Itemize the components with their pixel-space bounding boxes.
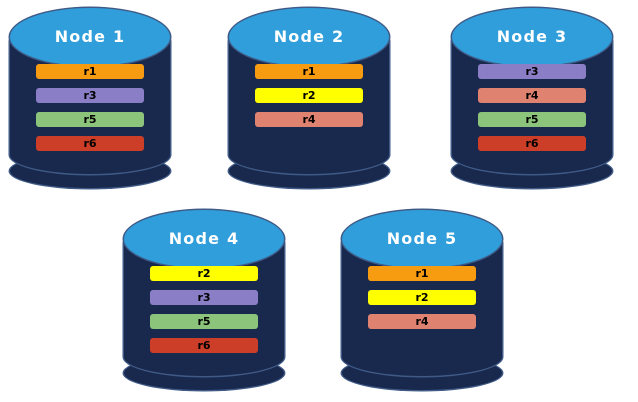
partition-bar-r2[interactable]: r2 [150, 266, 258, 281]
partition-bar-r4[interactable]: r4 [368, 314, 476, 329]
database-node-2[interactable]: Node 2 r1 r2 r4 [229, 8, 389, 188]
node-title: Node 1 [54, 26, 126, 46]
partition-list: r1 r2 r4 [368, 266, 476, 338]
database-node-1[interactable]: Node 1 r1 r3 r5 r6 [10, 8, 170, 188]
node-title: Node 3 [496, 26, 568, 46]
partition-label: r4 [302, 113, 316, 126]
partition-list: r3 r4 r5 r6 [478, 64, 586, 160]
partition-label: r2 [197, 267, 211, 280]
partition-label: r1 [83, 65, 97, 78]
partition-bar-r3[interactable]: r3 [36, 88, 144, 103]
database-node-4[interactable]: Node 4 r2 r3 r5 r6 [124, 210, 284, 390]
partition-bar-r2[interactable]: r2 [255, 88, 363, 103]
partition-bar-r6[interactable]: r6 [150, 338, 258, 353]
partition-bar-r6[interactable]: r6 [478, 136, 586, 151]
partition-label: r2 [415, 291, 429, 304]
node-title: Node 2 [273, 26, 345, 46]
partition-label: r4 [525, 89, 539, 102]
partition-bar-r4[interactable]: r4 [478, 88, 586, 103]
partition-label: r3 [525, 65, 539, 78]
partition-label: r4 [415, 315, 429, 328]
database-node-3[interactable]: Node 3 r3 r4 r5 r6 [452, 8, 612, 188]
partition-label: r5 [197, 315, 211, 328]
partition-bar-r1[interactable]: r1 [368, 266, 476, 281]
node-title: Node 5 [386, 228, 458, 248]
cylinder-top-ellipse: Node 3 [452, 8, 612, 66]
partition-label: r1 [415, 267, 429, 280]
partition-bar-r1[interactable]: r1 [36, 64, 144, 79]
node-title: Node 4 [168, 228, 240, 248]
cylinder-top-ellipse: Node 4 [124, 210, 284, 268]
partition-list: r2 r3 r5 r6 [150, 266, 258, 362]
partition-label: r5 [525, 113, 539, 126]
partition-label: r2 [302, 89, 316, 102]
cylinder-top-ellipse: Node 1 [10, 8, 170, 66]
partition-bar-r4[interactable]: r4 [255, 112, 363, 127]
cylinder-top-ellipse: Node 2 [229, 8, 389, 66]
partition-bar-r5[interactable]: r5 [150, 314, 258, 329]
partition-bar-r2[interactable]: r2 [368, 290, 476, 305]
database-node-5[interactable]: Node 5 r1 r2 r4 [342, 210, 502, 390]
partition-bar-r3[interactable]: r3 [478, 64, 586, 79]
partition-list: r1 r2 r4 [255, 64, 363, 136]
partition-label: r5 [83, 113, 97, 126]
partition-label: r6 [197, 339, 211, 352]
partition-list: r1 r3 r5 r6 [36, 64, 144, 160]
partition-label: r6 [525, 137, 539, 150]
partition-bar-r6[interactable]: r6 [36, 136, 144, 151]
partition-label: r6 [83, 137, 97, 150]
partition-bar-r5[interactable]: r5 [36, 112, 144, 127]
partition-bar-r1[interactable]: r1 [255, 64, 363, 79]
partition-label: r1 [302, 65, 316, 78]
partition-bar-r3[interactable]: r3 [150, 290, 258, 305]
cylinder-top-ellipse: Node 5 [342, 210, 502, 268]
partition-label: r3 [197, 291, 211, 304]
partition-bar-r5[interactable]: r5 [478, 112, 586, 127]
partition-label: r3 [83, 89, 97, 102]
